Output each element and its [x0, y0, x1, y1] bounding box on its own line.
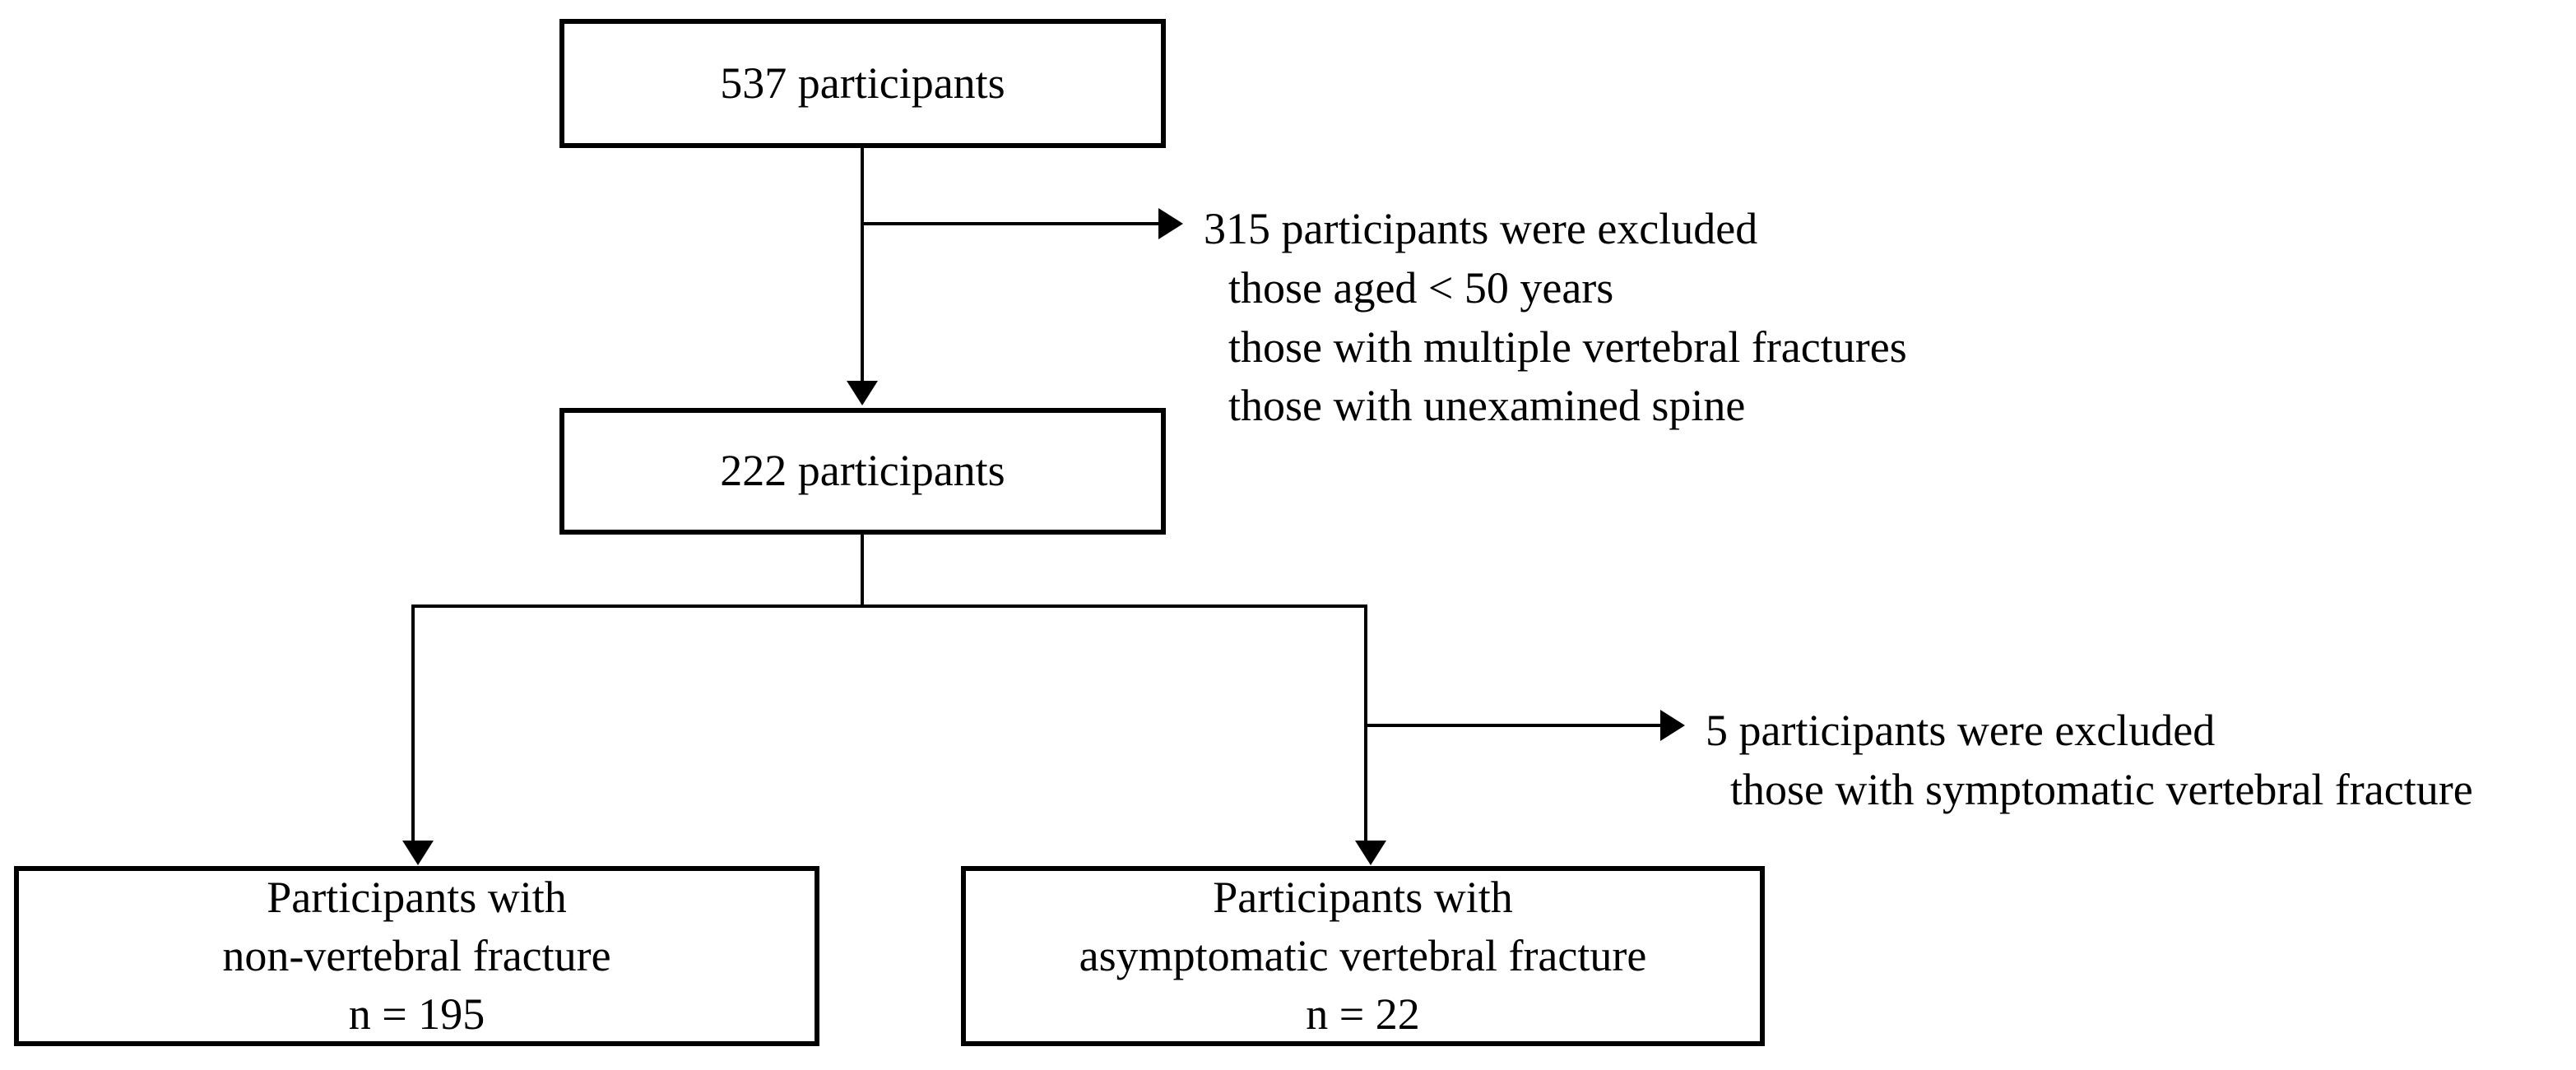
connector-split-bar: [411, 604, 1367, 608]
node-non-vertebral-fracture: Participants with non-vertebral fracture…: [14, 866, 819, 1046]
connector-to-exclusion-note-1: [862, 222, 1160, 225]
arrowhead-into-asymptomatic-icon: [1355, 841, 1386, 865]
node-non-vertebral-count: n = 195: [348, 989, 485, 1040]
exclusion-note-first-heading: 315 participants were excluded: [1204, 204, 1758, 253]
connector-total-to-eligible: [861, 148, 864, 383]
exclusion-note-first: 315 participants were excluded those age…: [1204, 200, 1907, 436]
node-asymptomatic-vertebral-fracture: Participants with asymptomatic vertebral…: [961, 866, 1765, 1046]
node-eligible-participants: 222 participants: [559, 408, 1166, 535]
arrowhead-into-non-vertebral-icon: [402, 841, 434, 865]
exclusion-note-second: 5 participants were excluded those with …: [1706, 702, 2473, 820]
connector-eligible-to-split: [861, 535, 864, 608]
arrowhead-into-eligible-icon: [847, 381, 878, 405]
exclusion-note-first-reason-3: those with unexamined spine: [1228, 381, 1746, 431]
connector-split-to-non-vertebral: [411, 604, 415, 845]
arrowhead-to-exclusion-note-1-icon: [1158, 208, 1183, 239]
node-eligible-line-1: 222 participants: [720, 446, 1005, 496]
arrowhead-to-exclusion-note-2-icon: [1660, 710, 1685, 741]
exclusion-note-second-reason-1: those with symptomatic vertebral fractur…: [1730, 764, 2473, 814]
node-asymptomatic-line-2: asymptomatic vertebral fracture: [1079, 930, 1647, 980]
node-total-line-1: 537 participants: [720, 58, 1005, 108]
exclusion-note-first-reason-1: those aged < 50 years: [1228, 262, 1614, 313]
node-asymptomatic-count: n = 22: [1306, 989, 1420, 1040]
node-asymptomatic-line-1: Participants with: [1213, 872, 1513, 922]
exclusion-note-second-heading: 5 participants were excluded: [1706, 706, 2216, 755]
exclusion-note-first-reason-2: those with multiple vertebral fractures: [1228, 322, 1907, 372]
node-total-participants: 537 participants: [559, 19, 1166, 148]
connector-to-exclusion-note-2: [1366, 724, 1662, 727]
node-non-vertebral-line-1: Participants with: [267, 872, 567, 922]
node-non-vertebral-line-2: non-vertebral fracture: [222, 930, 611, 980]
